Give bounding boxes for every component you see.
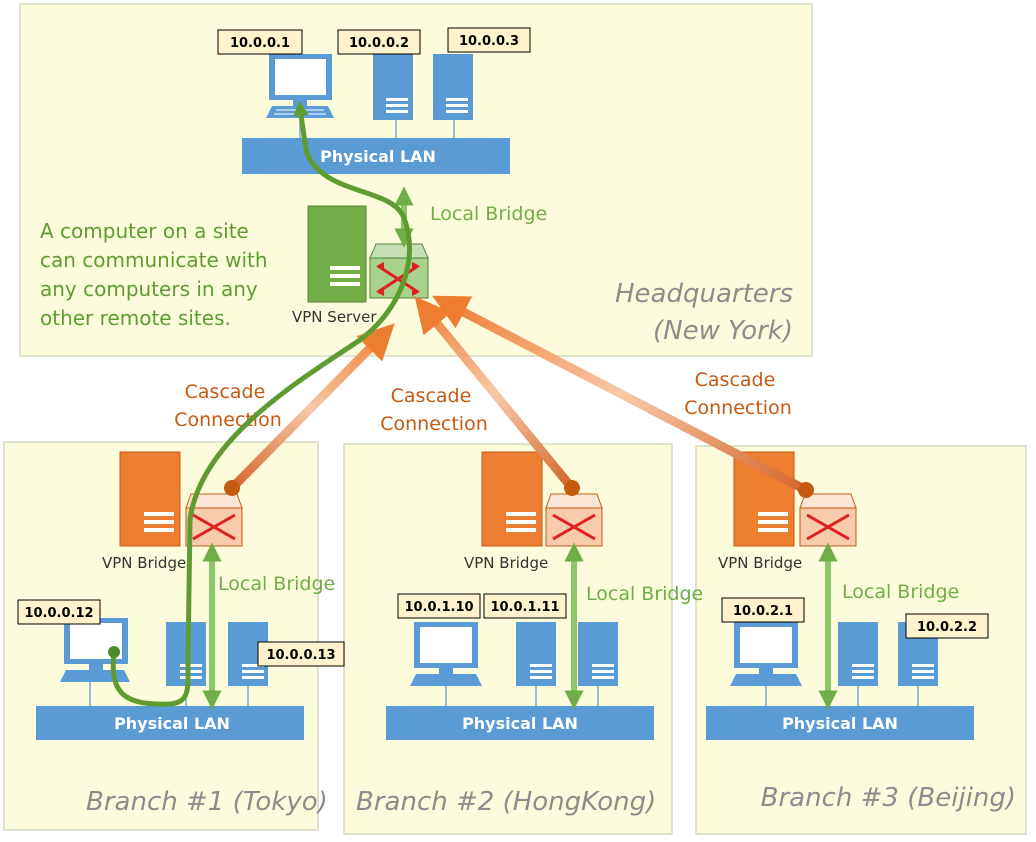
branch-2-local-bridge-label: Local Bridge bbox=[586, 583, 703, 605]
branch-1-physical-lan-label: Physical LAN bbox=[114, 714, 230, 733]
branch-3-computer-icon bbox=[730, 622, 802, 686]
branch-3-ip-label-2: 10.0.2.2 bbox=[917, 620, 977, 635]
branch-2-computer-icon bbox=[410, 622, 482, 686]
cascade-label-1-line-1: Cascade bbox=[185, 381, 266, 403]
branch-1-physical-lan-bar bbox=[36, 706, 304, 740]
cascade-endpoint-3 bbox=[798, 482, 814, 498]
branch-2-server-icon-2 bbox=[578, 622, 618, 686]
branch-2-vpn-bridge-server-icon bbox=[481, 451, 543, 547]
hq-title-line-2: (New York) bbox=[653, 316, 793, 346]
hq-server-icon-2 bbox=[433, 54, 473, 120]
branch-1-vpn-bridge-label: VPN Bridge bbox=[102, 554, 186, 572]
branch-2-ip-box-1: 10.0.1.10 bbox=[397, 593, 481, 619]
cascade-connection-1 bbox=[227, 323, 395, 493]
branch-2-ip-label-2: 10.0.1.11 bbox=[490, 600, 559, 615]
branch-3-ip-box-2: 10.0.2.2 bbox=[905, 613, 989, 639]
branch-3-virtual-hub-icon bbox=[799, 493, 857, 547]
hq-physical-lan-label: Physical LAN bbox=[320, 147, 436, 166]
hq-server-icon-1 bbox=[373, 54, 413, 120]
hq-ip-label-3: 10.0.0.3 bbox=[459, 34, 519, 49]
branch-2-physical-lan-label: Physical LAN bbox=[462, 714, 578, 733]
cascade-label-1-line-2: Connection bbox=[174, 409, 282, 431]
communication-path-start bbox=[108, 646, 120, 658]
branch-2-title: Branch #2 (HongKong) bbox=[356, 787, 656, 817]
hq-note-line-4: other remote sites. bbox=[40, 306, 231, 330]
branch-3-title: Branch #3 (Beijing) bbox=[761, 783, 1016, 813]
branch-1-ip-label-2: 10.0.0.13 bbox=[266, 648, 335, 663]
branch-1-virtual-hub-icon bbox=[185, 493, 243, 547]
branch-3-ip-label-1: 10.0.2.1 bbox=[733, 604, 793, 619]
hq-ip-box-3: 10.0.0.3 bbox=[447, 27, 531, 53]
branch-1-ip-box-2: 10.0.0.13 bbox=[257, 641, 345, 667]
branch-1-title: Branch #1 (Tokyo) bbox=[86, 787, 328, 817]
branch-3-physical-lan-label: Physical LAN bbox=[782, 714, 898, 733]
cascade-connection-2 bbox=[414, 296, 577, 493]
branch-3-physical-lan-bar bbox=[706, 706, 974, 740]
hq-title-line-1: Headquarters bbox=[615, 279, 793, 309]
cascade-label-3: Cascade Connection bbox=[684, 369, 792, 419]
hq-ip-label-2: 10.0.0.2 bbox=[349, 36, 409, 51]
branch-2-server-icon-1 bbox=[516, 622, 556, 686]
branch-2-vpn-bridge-label: VPN Bridge bbox=[464, 554, 548, 572]
hq-computer-icon bbox=[266, 54, 334, 118]
branch-3-local-bridge-label: Local Bridge bbox=[842, 581, 959, 603]
cascade-label-2: Cascade Connection bbox=[380, 385, 488, 435]
branch-2-ip-label-1: 10.0.1.10 bbox=[404, 600, 473, 615]
cascade-endpoint-2 bbox=[564, 480, 580, 496]
branch-2-drop-lines bbox=[445, 684, 599, 706]
cascade-connection-3 bbox=[432, 295, 811, 495]
branch-1-server-icon-2 bbox=[228, 622, 268, 686]
branch-1-vpn-bridge-server-icon bbox=[119, 451, 181, 547]
branch-3-vpn-bridge-label: VPN Bridge bbox=[718, 554, 802, 572]
hq-ip-box-2: 10.0.0.2 bbox=[337, 29, 421, 55]
hq-note-line-3: any computers in any bbox=[40, 277, 258, 301]
vpn-server-icon bbox=[307, 205, 367, 303]
branch-2-virtual-hub-icon bbox=[545, 493, 603, 547]
hq-note: A computer on a site can communicate wit… bbox=[40, 219, 274, 330]
branch-2-ip-box-2: 10.0.1.11 bbox=[483, 593, 567, 619]
hq-ip-label-1: 10.0.0.1 bbox=[230, 36, 290, 51]
hq-ip-box-1: 10.0.0.1 bbox=[217, 29, 303, 55]
cascade-label-3-line-1: Cascade bbox=[695, 369, 776, 391]
cascade-label-3-line-2: Connection bbox=[684, 397, 792, 419]
hq-note-line-2: can communicate with bbox=[40, 248, 268, 272]
vpn-server-label: VPN Server bbox=[292, 308, 377, 326]
branch-2-physical-lan-bar bbox=[386, 706, 654, 740]
branch-1-ip-label-1: 10.0.0.12 bbox=[24, 606, 93, 621]
cascade-label-2-line-1: Cascade bbox=[391, 385, 472, 407]
branch-1-local-bridge-label: Local Bridge bbox=[218, 573, 335, 595]
hq-note-line-1: A computer on a site bbox=[40, 219, 249, 243]
communication-path bbox=[110, 100, 413, 707]
branch-1-ip-box-1: 10.0.0.12 bbox=[17, 599, 101, 625]
branch-3-ip-box-1: 10.0.2.1 bbox=[721, 597, 805, 623]
hq-local-bridge-label: Local Bridge bbox=[430, 203, 547, 225]
cascade-endpoint-1 bbox=[224, 480, 240, 496]
branch-3-drop-lines bbox=[765, 684, 919, 706]
branch-3-server-icon-1 bbox=[838, 622, 878, 686]
hq-physical-lan-bar bbox=[242, 138, 510, 174]
cascade-label-2-line-2: Connection bbox=[380, 413, 488, 435]
